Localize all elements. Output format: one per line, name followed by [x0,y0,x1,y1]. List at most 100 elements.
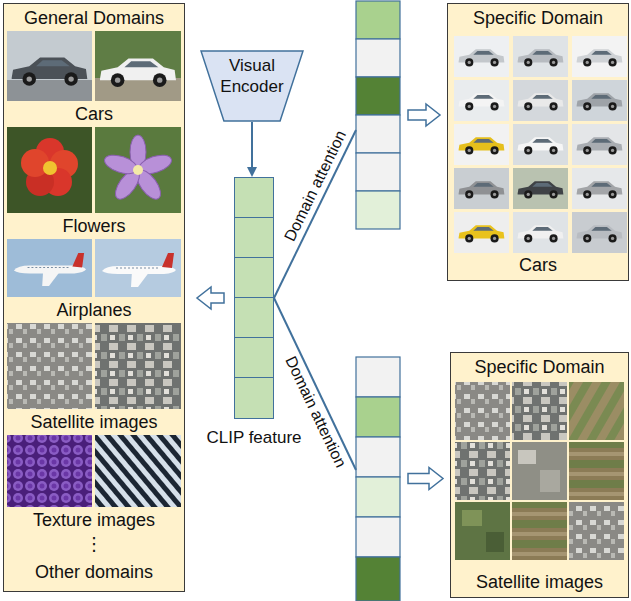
flower-photos-part [21,149,49,177]
car-grid-part [518,137,564,154]
panel-caption-holder: Cars [448,254,628,276]
attention-bar-top-part [356,115,400,153]
edge-label: Domain attention [282,354,349,471]
panel-fills-part [447,3,629,281]
car-photos-part [100,58,176,87]
attention-bar-top-part [356,1,400,39]
car-photos-part [7,80,92,101]
domain-caption-holder: ⋮ [3,533,185,555]
satellite-photos-part [7,323,92,409]
flower-photos-part [7,127,92,213]
attention-bar-top-part [356,39,400,77]
attention-bar-bottom-part [356,517,400,557]
flower-photos-part [95,127,181,213]
panel-title: Specific Domain [474,357,604,377]
domain-caption: ⋮ [85,534,103,554]
car-photos-part [95,31,181,101]
car-photos [7,31,181,101]
airplane-photos-part [7,239,92,297]
satellite-grid-part [569,442,624,500]
car-grid-part [513,168,568,209]
airplane-photos-part [102,253,176,287]
panel-fills-part [450,352,629,598]
domain-caption-holder: Flowers [3,215,185,237]
satellite-grid-part [540,470,560,492]
car-grid-part [518,93,564,110]
panel-caption: Cars [519,255,557,275]
satellite-photos [7,323,181,409]
domain-caption-holder: Cars [3,103,185,125]
panel-fills-part [3,3,185,592]
attention-bar-bottom-part [356,357,400,397]
flower-photos [7,127,181,213]
attention-bar-bottom-part [356,437,400,477]
feature-cell [235,218,273,258]
domain-caption-holder: Other domains [3,561,185,583]
car-grid-part [577,49,623,66]
attention-bar-top [356,1,400,229]
domain-caption-holder: Satellite images [3,411,185,433]
attention-bar-bottom-part [356,557,400,601]
car-photos-part [7,31,92,101]
connector [274,298,443,490]
car-grid-part [518,49,564,66]
car-grid-part [454,124,509,165]
attention-bar-bottom-part [356,397,400,437]
attention-bar-top-part [356,191,400,229]
domain-caption-holder: Airplanes [3,299,185,321]
car-grid-part [572,80,627,121]
flower-photos-part [43,161,57,175]
satellite-grid-part [486,532,504,552]
car-grid-part [459,93,505,110]
satellite-grid-part [462,510,482,526]
satellite-photos-part [95,323,181,409]
texture-photos [7,435,181,507]
feature-cell [235,338,273,378]
car-grid-part [572,124,627,165]
connector [197,287,224,309]
car-grid-part [513,124,568,165]
panel-title: Specific Domain [473,8,603,28]
car-grid-part [454,212,509,253]
car-grid [454,36,627,253]
edge-label-holder: Domain attention [280,127,351,244]
satellite-grid-part [455,502,510,560]
car-grid-part [454,80,509,121]
car-grid-part [459,137,505,154]
texture-photos-part [7,435,92,507]
car-grid-part [513,212,568,253]
domain-caption: Cars [75,104,113,124]
car-grid-part [513,80,568,121]
car-photos-part [95,78,181,101]
car-grid-part [459,49,505,66]
encoder-label-holder: Visual Encoder [200,55,304,97]
panel-caption-holder: Satellite images [451,571,628,593]
connector [247,122,257,177]
car-grid-part [518,181,564,198]
panel-title-holder: General Domains [4,7,184,29]
domain-panel: General Domains [3,3,185,592]
car-grid-part [454,168,509,209]
attention-bar-bottom-part [356,477,400,517]
texture-photos-part [95,435,181,507]
domain-panel: Specific DomainCars [447,3,629,281]
domain-caption: Satellite images [30,412,157,432]
edge-label-holder: Domain attention [280,353,350,471]
feature-cell [235,378,273,418]
car-grid-part [454,36,509,77]
domain-caption: Flowers [62,216,125,236]
car-grid-part [572,36,627,77]
attention-bar-top-part [356,77,400,115]
airplane-photos-part [14,253,86,286]
satellite-grid-part [455,442,510,500]
feature-cell [235,178,273,218]
panel-title: General Domains [24,8,164,28]
satellite-grid-part [569,382,624,440]
domain-caption-holder: Texture images [3,509,185,531]
airplane-photos-part [95,239,181,297]
car-grid-part [577,181,623,198]
block-arrow [408,104,440,126]
car-grid-part [577,137,623,154]
block-arrow [408,468,443,490]
